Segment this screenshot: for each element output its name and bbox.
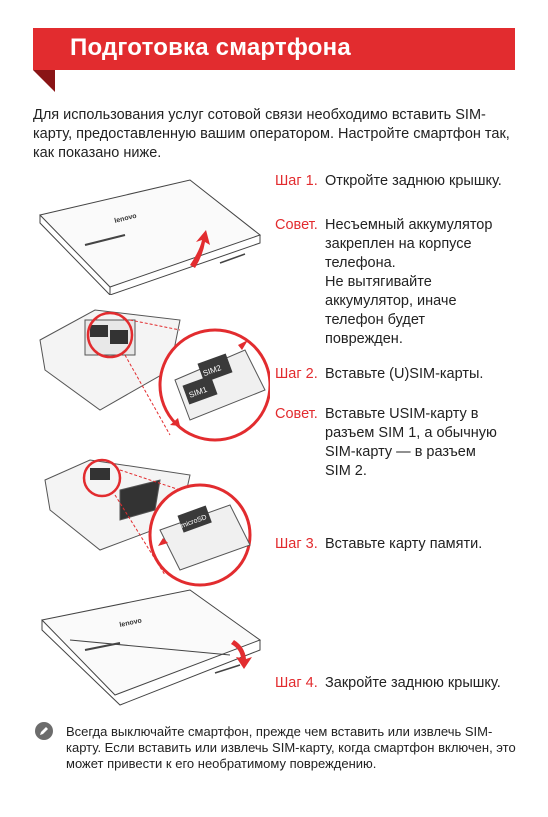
tip-1-line: аккумулятор, иначе <box>325 293 457 309</box>
step-4-label: Шаг 4. <box>275 675 318 691</box>
tip-1: Совет. Несъемный аккумулятор закреплен н… <box>275 216 520 356</box>
insert-memory-card-illustration: microSD <box>44 458 252 587</box>
tip-1-line: Не вытягивайте <box>325 274 432 290</box>
sim-arrow-icon <box>238 340 248 350</box>
tip-2-line: SIM 2. <box>325 463 367 479</box>
tip-1-line: телефона. <box>325 255 396 271</box>
phone-open-cover-illustration: lenovo <box>39 179 262 295</box>
tip-2-line: SIM-карту — в разъем <box>325 444 476 460</box>
step-2-label: Шаг 2. <box>275 366 318 382</box>
tip-2-line: разъем SIM 1, а обычную <box>325 425 497 441</box>
step-2-text: Вставьте (U)SIM-карты. <box>325 366 484 382</box>
page-title: Подготовка смартфона <box>70 34 351 61</box>
tip-1-line: закреплен на корпусе <box>325 236 472 252</box>
close-arrow-icon <box>231 640 252 669</box>
step-3-text: Вставьте карту памяти. <box>325 536 483 552</box>
tip-2-line: Вставьте USIM-карту в <box>325 406 479 422</box>
phone-close-cover-illustration: lenovo <box>41 589 262 706</box>
warning-note: Всегда выключайте смартфон, прежде чем в… <box>66 724 516 771</box>
tip-1-line: телефон будет <box>325 312 426 328</box>
tip-1-label: Совет. <box>275 217 318 233</box>
brand-logo: lenovo <box>119 617 143 629</box>
intro-text: Для использования услуг сотовой связи не… <box>33 107 510 161</box>
card-arrow-icon <box>158 538 168 546</box>
banner-fold <box>33 70 55 92</box>
step-1-label: Шаг 1. <box>275 173 318 189</box>
step-3: Шаг 3. Вставьте карту памяти. <box>275 535 520 555</box>
tip-2-label: Совет. <box>275 406 318 422</box>
step-4: Шаг 4. Закройте заднюю крышку. <box>275 674 520 694</box>
pencil-note-icon <box>35 722 53 740</box>
open-arrow-icon <box>190 230 210 268</box>
tip-2: Совет. Вставьте USIM-карту в разъем SIM … <box>275 405 520 485</box>
step-1-text: Откройте заднюю крышку. <box>325 173 502 189</box>
step-3-label: Шаг 3. <box>275 536 318 552</box>
step-1: Шаг 1. Откройте заднюю крышку. <box>275 172 520 192</box>
tip-1-line: Несъемный аккумулятор <box>325 217 493 233</box>
sim-arrow-icon <box>170 418 180 426</box>
step-2: Шаг 2. Вставьте (U)SIM-карты. <box>275 365 520 385</box>
title-banner <box>33 28 515 70</box>
insert-sim-illustration: SIM2 SIM1 <box>39 309 270 442</box>
step-4-text: Закройте заднюю крышку. <box>325 675 501 691</box>
tip-1-line: поврежден. <box>325 331 403 347</box>
